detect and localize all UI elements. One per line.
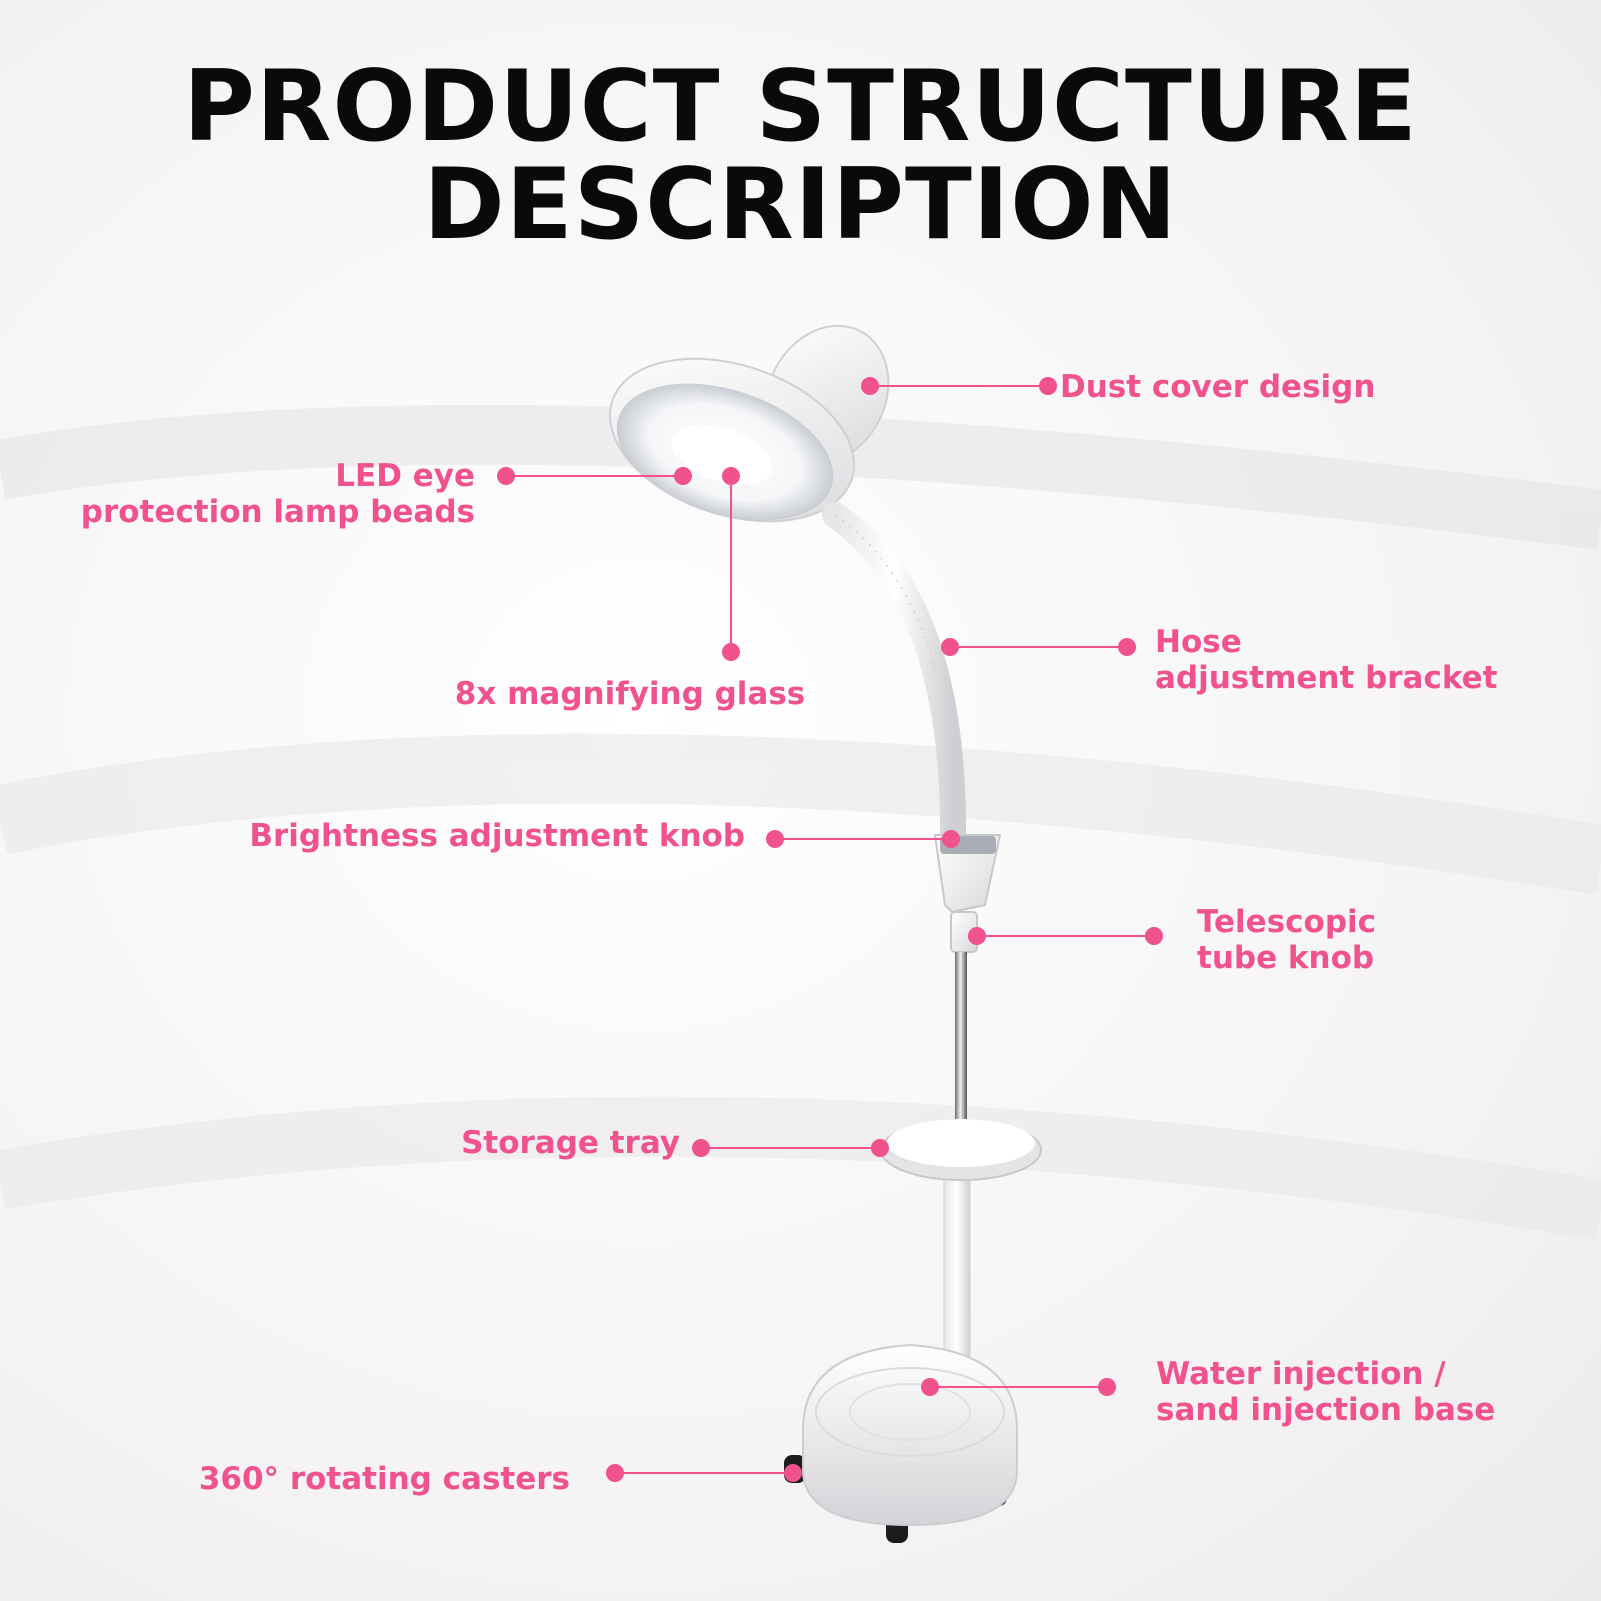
lamp-head <box>608 357 856 523</box>
label-storage-tray: Storage tray <box>461 1125 680 1161</box>
brightness-knob-housing <box>933 834 1002 914</box>
title-line-1: PRODUCT STRUCTURE <box>183 50 1418 164</box>
title-line-2: DESCRIPTION <box>423 148 1178 262</box>
page-title: PRODUCT STRUCTURE DESCRIPTION <box>0 58 1601 254</box>
callout-lines <box>497 377 1163 1482</box>
label-brightness-knob: Brightness adjustment knob <box>249 818 745 854</box>
telescopic-tube <box>955 952 967 1137</box>
label-magnifying-glass: 8x magnifying glass <box>454 676 806 712</box>
label-water-base: Water injection / sand injection base <box>1156 1356 1496 1428</box>
label-dust-cover: Dust cover design <box>1060 369 1376 405</box>
label-hose-bracket: Hose adjustment bracket <box>1155 624 1498 696</box>
label-casters: 360° rotating casters <box>198 1461 570 1497</box>
weighted-base <box>802 1343 1018 1527</box>
label-telescopic-knob: Telescopic tube knob <box>1197 904 1377 976</box>
label-led-beads: LED eye protection lamp beads <box>80 458 475 530</box>
storage-tray <box>880 1119 1042 1181</box>
